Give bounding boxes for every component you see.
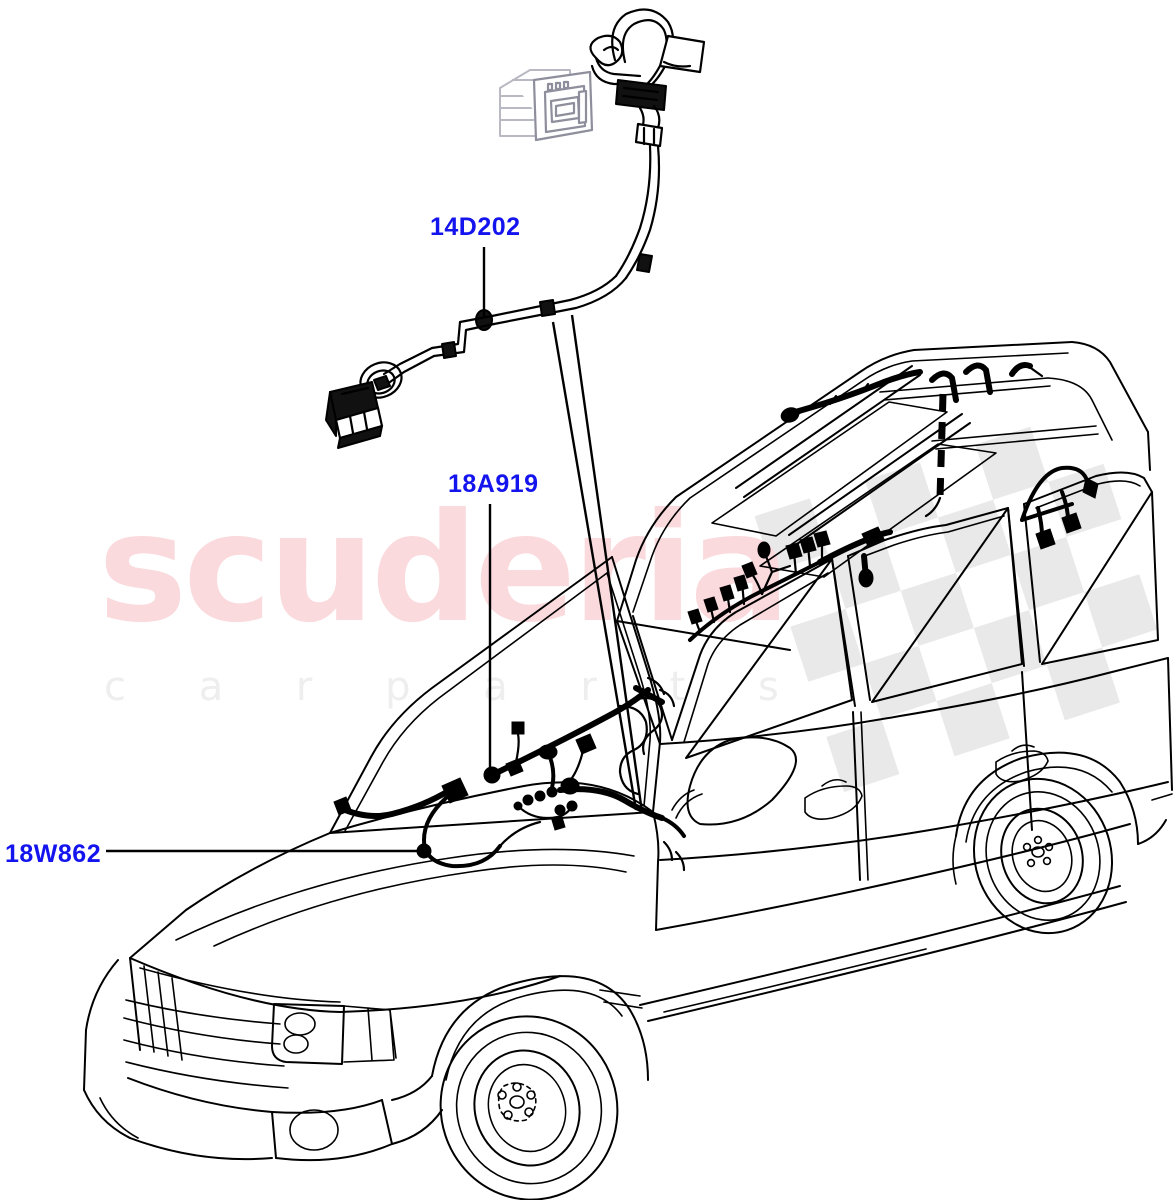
side-mirror <box>671 736 797 826</box>
usb-socket-module <box>499 69 594 142</box>
callout-18a919-label: 18A919 <box>448 470 539 498</box>
watermark-brand: scuderia <box>98 482 787 656</box>
callout-18w862-label: 18W862 <box>5 840 101 868</box>
callout-14d202-label: 14D202 <box>430 213 521 241</box>
roof-wiring-harness <box>687 362 1099 642</box>
front-grille <box>83 957 443 1162</box>
callout-18w862[interactable]: 18W862 <box>5 840 424 868</box>
usb-cable-harness <box>325 8 706 449</box>
callout-18a919[interactable]: 18A919 <box>448 470 539 778</box>
watermark-tagline: c a r p a r t s <box>104 664 809 710</box>
side-glass <box>616 471 1159 759</box>
front-wheel <box>431 975 649 1200</box>
vehicle-roof <box>616 341 1151 651</box>
vehicle-body-side <box>639 657 1173 1022</box>
rear-wheel <box>952 751 1139 935</box>
usb-connector-plug <box>325 381 384 449</box>
pointer-line-long-b <box>570 314 644 813</box>
vehicle-hood <box>129 811 660 1013</box>
windscreen-wiring-harness <box>333 676 686 872</box>
callout-14d202[interactable]: 14D202 <box>430 213 521 318</box>
rear-lower-body <box>1137 793 1173 845</box>
pointer-line-long-a <box>551 321 638 811</box>
